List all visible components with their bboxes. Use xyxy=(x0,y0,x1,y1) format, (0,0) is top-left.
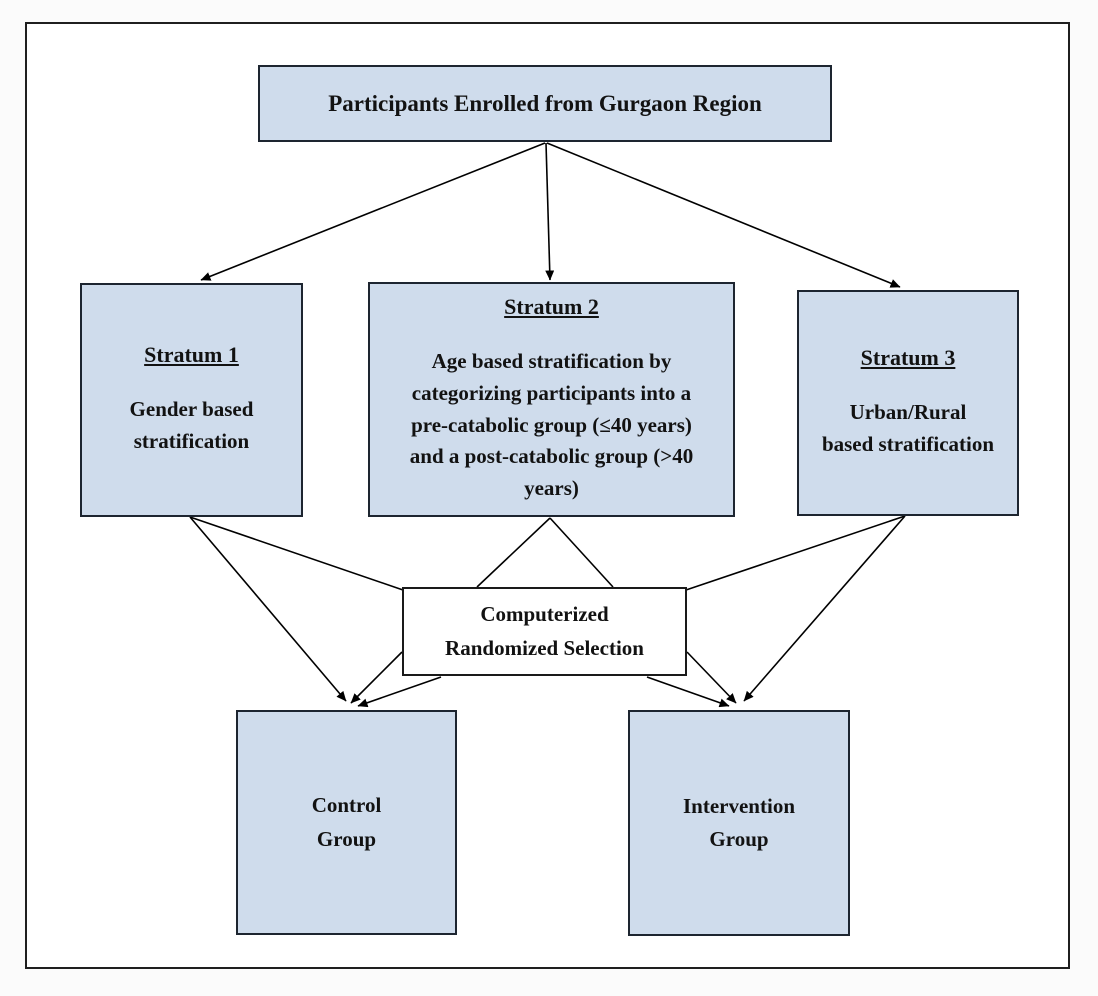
control-group-label: Control Group xyxy=(311,793,382,851)
stratum-3-description: Urban/Rural based stratification xyxy=(821,400,995,456)
intervention-group-box: Intervention Group xyxy=(628,710,850,936)
stratum-1-box: Stratum 1 Gender based stratification xyxy=(80,283,303,517)
stratum-3-heading: Stratum 3 xyxy=(860,345,956,371)
stratum-3-box: Stratum 3 Urban/Rural based stratificati… xyxy=(797,290,1019,516)
stratum-1-heading: Stratum 1 xyxy=(144,342,239,368)
randomizer-label: Computerized Randomized Selection xyxy=(445,602,644,660)
enrollment-box: Participants Enrolled from Gurgaon Regio… xyxy=(258,65,832,142)
stratum-1-description: Gender based stratification xyxy=(129,397,254,453)
control-group-box: Control Group xyxy=(236,710,457,935)
stratum-2-box: Stratum 2 Age based stratification by ca… xyxy=(368,282,735,517)
intervention-group-label: Intervention Group xyxy=(683,793,795,851)
stratum-2-heading: Stratum 2 xyxy=(504,293,599,319)
enrollment-box-label: Participants Enrolled from Gurgaon Regio… xyxy=(328,90,762,116)
randomizer-box: Computerized Randomized Selection xyxy=(402,587,687,676)
stratum-2-description: Age based stratification by categorizing… xyxy=(409,348,694,501)
